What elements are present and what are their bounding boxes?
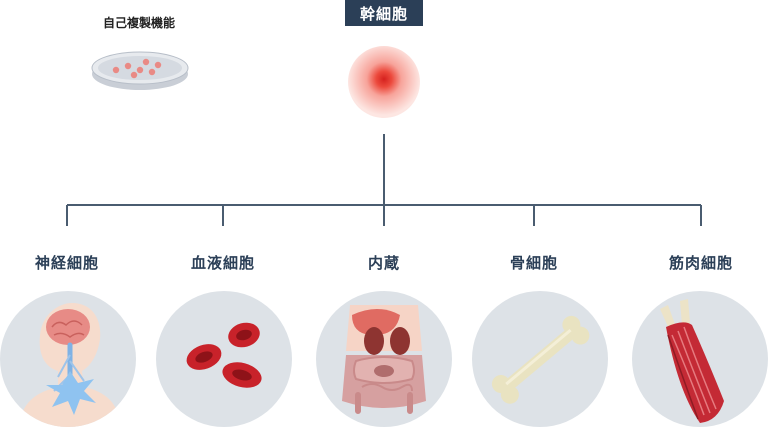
branch-label-internal-organs: 内蔵 [367, 254, 400, 272]
branch-label-muscle-cell: 筋肉細胞 [668, 254, 733, 272]
nerve-cell-circle [0, 291, 136, 427]
neuron-head-icon [20, 303, 120, 427]
internal-organs-circle [316, 291, 452, 427]
stem-cell-title: 幹細胞 [345, 0, 423, 26]
branch-label-bone-cell: 骨細胞 [509, 254, 558, 272]
branch-label-blood-cell: 血液細胞 [190, 254, 255, 272]
self-replication-label: 自己複製機能 [102, 16, 175, 30]
bone-icon [491, 315, 590, 404]
petri-dish-icon [91, 51, 189, 90]
muscle-cell-circle [632, 291, 768, 427]
branch-connector [66, 134, 702, 226]
red-blood-cells-icon [186, 322, 262, 388]
stem-cell-icon [348, 46, 420, 118]
internal-organs-icon [342, 305, 426, 414]
muscle-icon [660, 299, 724, 423]
bone-cell-circle [472, 291, 608, 427]
branch-label-nerve-cell: 神経細胞 [34, 254, 99, 272]
blood-cell-circle [156, 291, 292, 427]
